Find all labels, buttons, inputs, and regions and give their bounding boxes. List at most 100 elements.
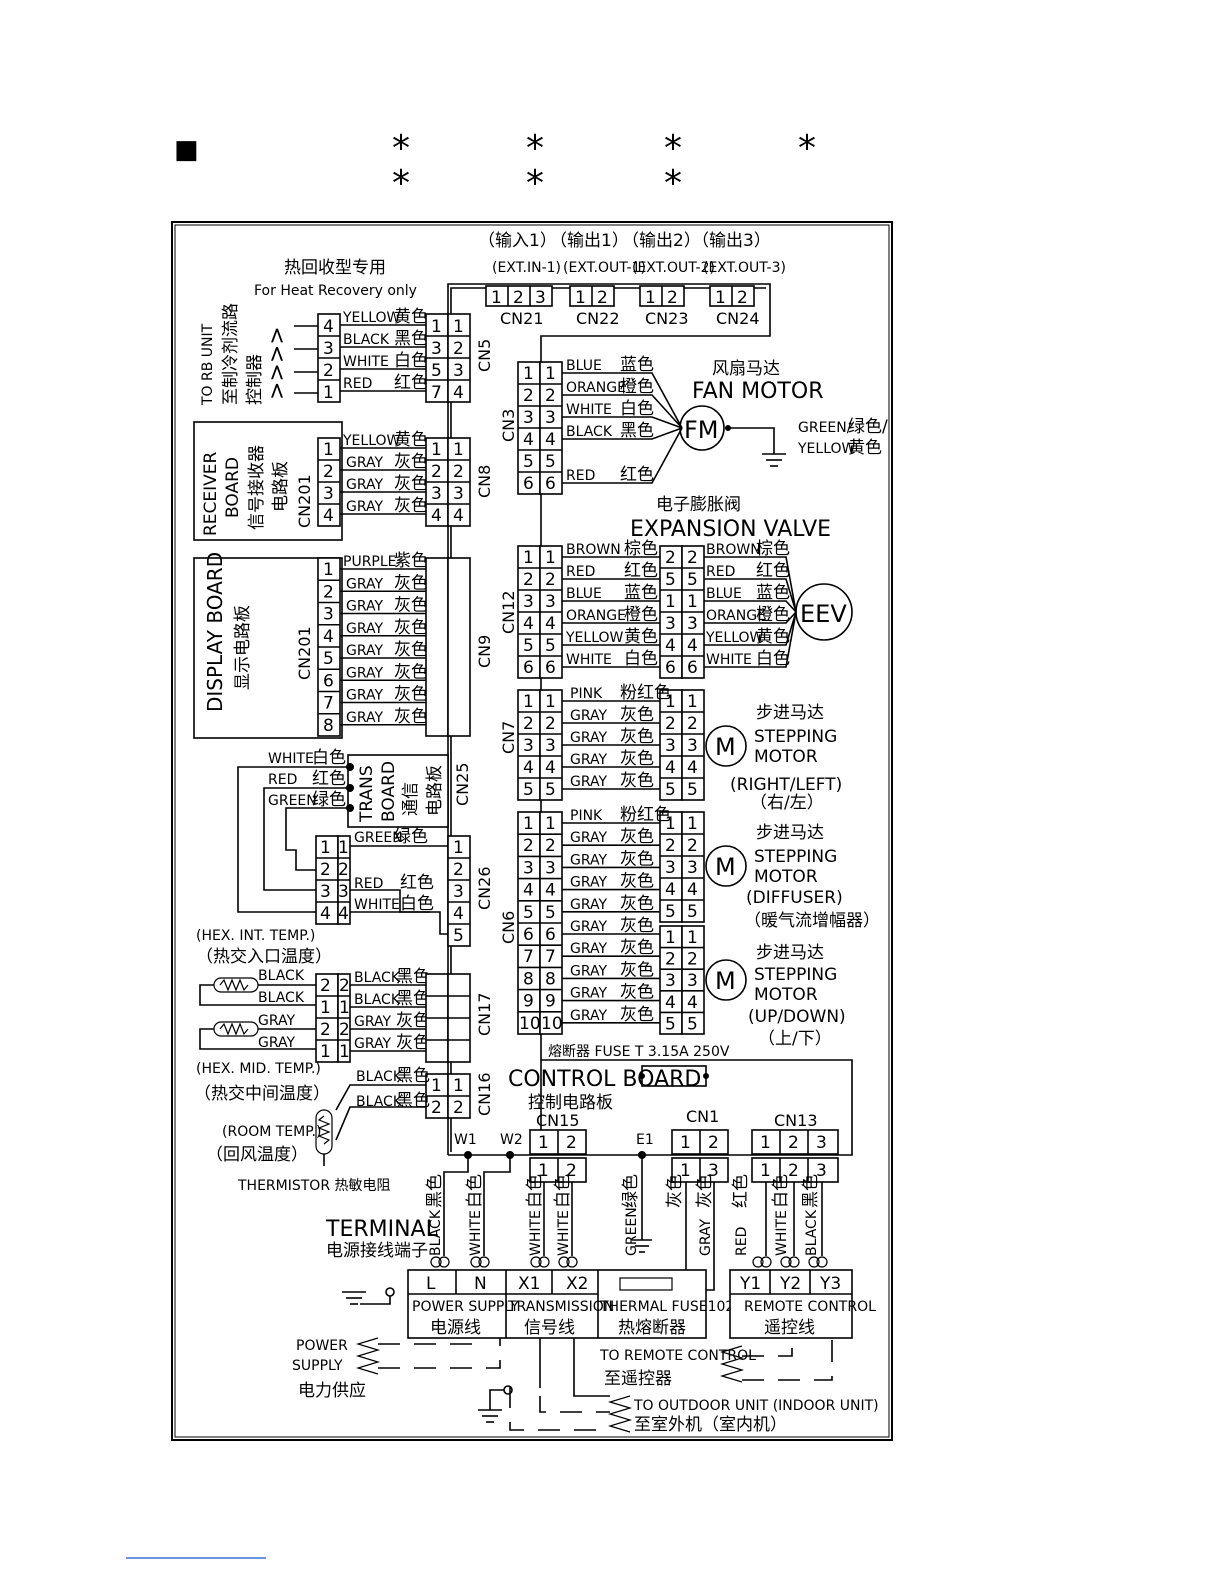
cn12-wire-zh: 黄色: [624, 627, 658, 647]
cn26-section: 1 2 3 4 1 2 3 4 GREEN 绿色 RED 红色 WHITE 白色…: [315, 827, 494, 947]
eev-wire-en: ORANGE: [706, 608, 766, 624]
trans-wire-en: GREEN: [268, 793, 317, 809]
header-asterisk: *: [798, 128, 816, 169]
cn3-pin: 4: [545, 430, 556, 450]
terminal-wire-zh: 白色: [553, 1174, 573, 1208]
motor-l3: (RIGHT/LEFT): [730, 775, 842, 795]
hex-int-sensor-wire: BLACK: [258, 968, 305, 984]
external-wiring: POWER SUPPLY 电力供应 TO REMOTE CONTROL 至遥控器…: [292, 1287, 879, 1435]
cn3-label: CN3: [499, 409, 518, 442]
terminal-wire-zh: 白色: [771, 1174, 791, 1208]
cn9-plug-pin: 7: [323, 694, 334, 714]
cn8-pin: 3: [431, 484, 442, 504]
eev-plug-pin: 2: [665, 548, 676, 568]
cn17-section: (HEX. INT. TEMP.) （热交入口温度） (HEX. MID. TE…: [194, 928, 494, 1104]
cn6-pin: 6: [545, 925, 556, 945]
receiver-cn201: CN201: [295, 474, 314, 528]
cn12-pin: 5: [545, 636, 556, 656]
cn6-motor-pin: 1: [687, 928, 698, 948]
eev-wire-zh: 红色: [756, 561, 790, 581]
cn21-pin: 2: [513, 288, 524, 308]
cn7-motor-pin: 1: [665, 692, 676, 712]
cn12-wire-en: BROWN: [566, 542, 621, 558]
cn15-pin: 1: [538, 1133, 549, 1153]
cn5-pin: 7: [431, 383, 442, 403]
cn17-sensor-pin: 1: [320, 1042, 331, 1062]
cn6-motor-pin: 3: [687, 971, 698, 991]
eev-icon: [795, 583, 853, 641]
cn17-sensor-pin: 1: [320, 998, 331, 1018]
trans-zh2: 电路板: [425, 765, 445, 816]
cn12-wire-en: YELLOW: [565, 630, 624, 646]
cn16-wire-zh: 黑色: [396, 1091, 430, 1111]
eev-plug-pin: 5: [687, 570, 698, 590]
terminal-wire-en: BLACK: [804, 1209, 820, 1256]
cn21-pin: 3: [535, 288, 546, 308]
cn26-pin: 1: [453, 838, 464, 858]
control-board: 熔断器 FUSE T 3.15A 250V CONTROL BOARD 控制电路…: [454, 1044, 839, 1183]
to-outdoor-en: TO OUTDOOR UNIT (INDOOR UNIT): [633, 1398, 879, 1414]
eev-wire-zh: 橙色: [756, 605, 790, 625]
heat-recovery-zh: 热回收型专用: [284, 258, 386, 278]
eev-plug-pin: 1: [665, 592, 676, 612]
cn17-wire-zh: 黑色: [396, 989, 430, 1009]
cn3-wire-en: WHITE: [566, 402, 612, 418]
motor-l1: STEPPING: [754, 727, 837, 747]
motor-l3: (DIFFUSER): [746, 888, 843, 908]
eev-wire-zh: 白色: [756, 649, 790, 669]
cn9-plug-pin: 8: [323, 716, 334, 736]
cn6-pin: 4: [523, 881, 534, 901]
fan-ground-zh: 绿色/: [848, 417, 888, 437]
rb-unit-zh1: 至制冷剂流路: [221, 303, 241, 405]
cn17-wire-zh: 灰色: [396, 1033, 430, 1053]
terminal-cell: X2: [566, 1274, 588, 1294]
cn26-pin: 4: [453, 904, 464, 924]
cn7-wire-en: GRAY: [570, 752, 607, 768]
cn8-wire-zh: 灰色: [394, 474, 428, 494]
fuse-label: 熔断器 FUSE T 3.15A 250V: [548, 1044, 730, 1060]
cn1-pin: 3: [708, 1161, 719, 1181]
rc-cell: Y2: [779, 1274, 801, 1294]
cn7-motor-pin: 4: [665, 758, 676, 778]
cn12-pin: 2: [523, 570, 534, 590]
cn22-pin: 1: [575, 288, 586, 308]
cn9-wire-en: GRAY: [346, 710, 383, 726]
cn12-pin: 5: [523, 636, 534, 656]
cn5-wire-en: YELLOW: [342, 310, 401, 326]
cn7-wire-zh: 灰色: [620, 705, 654, 725]
cn16-section: 1 2 1 2 CN16 BLACK 黑色 BLACK 黑色 (ROOM TEM…: [206, 1066, 494, 1194]
cn6-wire-zh: 粉红色: [620, 805, 671, 825]
cn22-label: CN22: [576, 309, 620, 328]
cn1-pin: 1: [680, 1133, 691, 1153]
remote-control-en: REMOTE CONTROL: [744, 1299, 876, 1315]
trans-wire-zh: 绿色: [312, 790, 346, 810]
cn3-pin: 4: [523, 430, 534, 450]
cn9-wire-en: PURPLE: [343, 554, 397, 570]
thermal-fuse-en: THERMAL FUSE102℃: [599, 1299, 750, 1315]
rc-cell: Y1: [739, 1274, 761, 1294]
cn6-wire-zh: 灰色: [620, 1005, 654, 1025]
cn9-wire-zh: 灰色: [394, 573, 428, 593]
cn8-wire-zh: 灰色: [394, 452, 428, 472]
cn6-pin: 9: [545, 992, 556, 1012]
terminal-wire-en: GRAY: [698, 1219, 714, 1256]
cn8-pin: 4: [431, 506, 442, 526]
cn9-wire-en: GRAY: [346, 643, 383, 659]
cn3-pin: 6: [545, 474, 556, 494]
motor-l3: (UP/DOWN): [748, 1007, 846, 1027]
trans-board: TRANS BOARD 通信 电路板 CN25 WHITE 白色 RED 红色 …: [237, 748, 472, 913]
terminal-wire-en: BLACK: [428, 1209, 444, 1256]
eev-wire-en: BROWN: [706, 542, 761, 558]
remote-control-zh: 遥控线: [764, 1318, 815, 1338]
hex-mid-en: (HEX. MID. TEMP.): [196, 1061, 321, 1077]
thermal-fuse-zh: 热熔断器: [618, 1318, 686, 1338]
cn6-motor-pin: 4: [665, 880, 676, 900]
eev-plug-pin: 1: [687, 592, 698, 612]
terminal-wire-zh: 白色: [465, 1174, 485, 1208]
rb-unit-zh2: 控制器: [245, 354, 265, 405]
eev-en: EXPANSION VALVE: [630, 517, 831, 542]
cn12-pin: 1: [523, 548, 534, 568]
cn15-pin: 1: [538, 1161, 549, 1181]
